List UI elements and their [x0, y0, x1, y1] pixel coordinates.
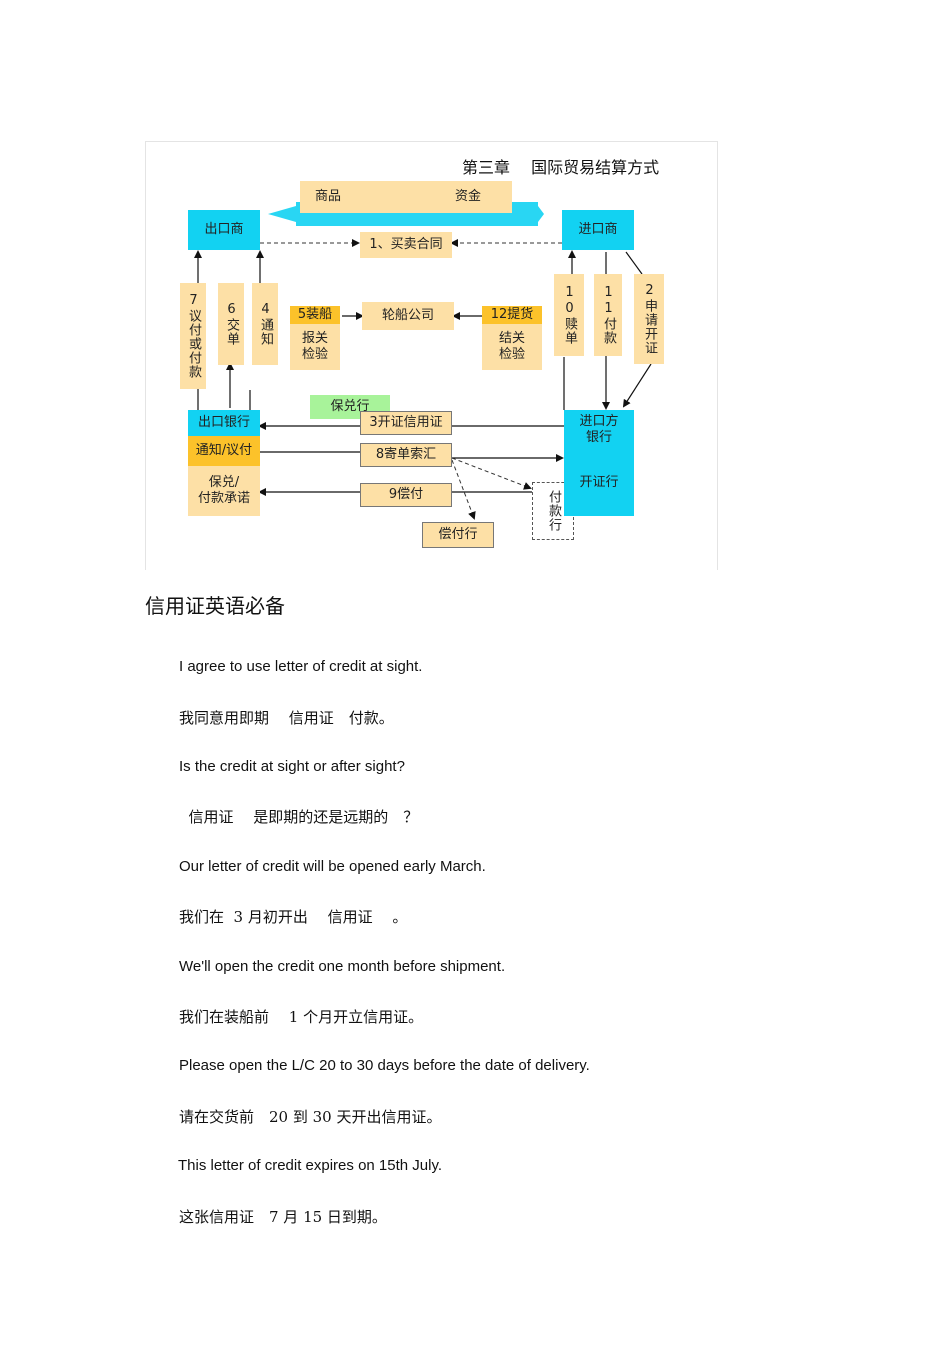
- issuing-bank-box: 开证行: [564, 450, 634, 516]
- step11-box: 11付款: [594, 274, 622, 356]
- sentence-line: 信用证 是即期的还是远期的 ？: [179, 808, 419, 826]
- exporter-box: 出口商: [188, 210, 260, 250]
- confirm-commit-box: 保兑/ 付款承诺: [188, 466, 260, 516]
- step9-box: 9偿付: [360, 483, 452, 507]
- pickup-step-box: 12提货: [482, 306, 542, 324]
- diagram-title: 第三章 国际贸易结算方式: [462, 158, 660, 177]
- section-heading: 信用证英语必备: [145, 594, 285, 618]
- funds-label: 资金: [454, 189, 481, 204]
- importer-box: 进口商: [562, 210, 634, 250]
- step4-box: 4通知: [252, 283, 278, 365]
- exporter-bank-box: 出口银行: [188, 410, 260, 436]
- reimbursing-bank-box: 偿付行: [422, 522, 494, 548]
- step7-box: 7议付或付款: [180, 283, 206, 389]
- shipping-company-box: 轮船公司: [362, 302, 454, 330]
- step8-box: 8寄单索汇: [360, 443, 452, 467]
- customs-clear-box: 结关 检验: [482, 324, 542, 370]
- sentence-line: 请在交货前 20 到 30 天开出信用证。: [179, 1108, 442, 1126]
- step3-box: 3开证信用证: [360, 411, 452, 435]
- step6-box: 6交单: [218, 283, 244, 365]
- lc-flow-diagram: 第三章 国际贸易结算方式: [145, 141, 718, 570]
- sentence-line: Our letter of credit will be opened earl…: [179, 858, 486, 875]
- customs-declare-box: 报关 检验: [290, 324, 340, 370]
- goods-label: 商品: [314, 189, 341, 204]
- goods-funds-band: [300, 181, 512, 213]
- step2-box: 2申请开证: [634, 274, 664, 364]
- sentence-line: I agree to use letter of credit at sight…: [179, 658, 423, 675]
- sentence-line: This letter of credit expires on 15th Ju…: [178, 1157, 443, 1174]
- sentence-line: 这张信用证 7 月 15 日到期。: [179, 1208, 387, 1226]
- ship-step-box: 5装船: [290, 306, 340, 324]
- sentence-line: 我同意用即期 信用证 付款。: [179, 709, 394, 727]
- step10-box: 10赎单: [554, 274, 584, 356]
- sentence-line: We'll open the credit one month before s…: [179, 958, 506, 975]
- importer-bank-box: 进口方 银行: [564, 410, 634, 450]
- contract-box: 1、买卖合同: [360, 232, 452, 258]
- sentence-line: Please open the L/C 20 to 30 days before…: [179, 1057, 590, 1074]
- sentence-line: 我们在装船前 1 个月开立信用证。: [179, 1008, 424, 1026]
- sentence-line: Is the credit at sight or after sight?: [179, 758, 405, 775]
- advise-negotiate-box: 通知/议付: [188, 436, 260, 466]
- sentence-line: 我们在 3 月初开出 信用证 。: [179, 908, 408, 926]
